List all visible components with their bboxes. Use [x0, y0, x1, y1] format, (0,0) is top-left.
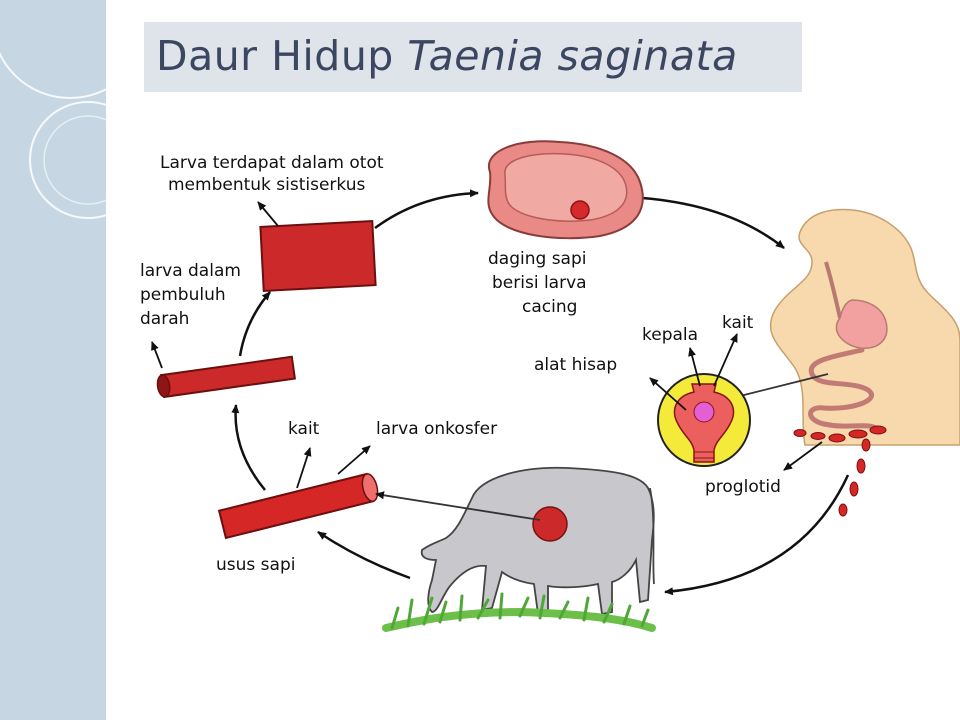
- label-blood-line2: pembuluh: [140, 285, 226, 305]
- human-body-icon: [769, 208, 960, 446]
- arrow-muscle-to-meat: [374, 189, 479, 230]
- title-bar: [144, 22, 802, 92]
- label-meat-line3: cacing: [522, 297, 577, 317]
- scolex-icon: [657, 373, 751, 467]
- pointer-cow-to-intestine: [375, 491, 541, 521]
- arrow-intestine-to-vessel: [231, 404, 266, 491]
- label-blood-line1: larva dalam: [140, 261, 241, 281]
- sidebar-background: [0, 0, 106, 720]
- muscle-block-icon: [259, 220, 377, 292]
- label-sucker: alat hisap: [534, 355, 617, 375]
- label-blood-line3: darah: [140, 309, 189, 329]
- label-muscle-line2: membentuk sistiserkus: [168, 175, 366, 195]
- blood-vessel-icon: [156, 355, 297, 399]
- label-meat-line2: berisi larva: [492, 273, 587, 293]
- arrow-proglottid-label: [783, 441, 823, 471]
- arrow-kait-right-label: [713, 333, 738, 387]
- arrow-hook-label: [296, 447, 312, 489]
- label-oncosphere: larva onkosfer: [376, 419, 497, 439]
- grass-icon: [382, 592, 656, 632]
- arrow-head-label: [688, 347, 701, 387]
- cow-intestine-icon: [217, 472, 379, 540]
- cow-icon: [420, 466, 655, 616]
- arrow-proglottid-to-cow: [664, 474, 850, 596]
- sidebar-circle-large: [0, 52, 106, 99]
- arrow-meat-to-human: [641, 196, 785, 249]
- sidebar-circle-mid: [29, 101, 106, 219]
- life-cycle-diagram: Larva terdapat dalam otot membentuk sist…: [140, 140, 960, 632]
- meat-icon: [487, 140, 644, 240]
- pointer-scolex-to-body: [739, 373, 829, 397]
- slide-title: Daur Hidup Taenia saginata: [156, 32, 738, 80]
- label-hook-right: kait: [722, 313, 754, 333]
- title-prefix: Daur Hidup: [156, 32, 394, 80]
- proglottid-segment-icon: [793, 425, 887, 517]
- slide-sidebar: [0, 0, 106, 720]
- arrow-oncosphere-label: [337, 445, 371, 475]
- label-head: kepala: [642, 325, 698, 345]
- arrow-muscle-label: [257, 201, 279, 227]
- label-hook-left: kait: [288, 419, 320, 439]
- title-species: Taenia saginata: [407, 32, 738, 80]
- label-muscle-line1: Larva terdapat dalam otot: [160, 153, 384, 173]
- label-meat-line1: daging sapi: [488, 249, 586, 269]
- arrow-vessel-to-muscle: [238, 291, 271, 357]
- arrow-blood-label: [151, 341, 163, 369]
- label-cow-intestine: usus sapi: [216, 555, 295, 575]
- arrow-cow-to-intestine: [317, 530, 411, 580]
- sidebar-circle-small: [43, 115, 106, 205]
- label-proglottid: proglotid: [705, 477, 781, 497]
- arrow-sucker-label: [649, 377, 687, 411]
